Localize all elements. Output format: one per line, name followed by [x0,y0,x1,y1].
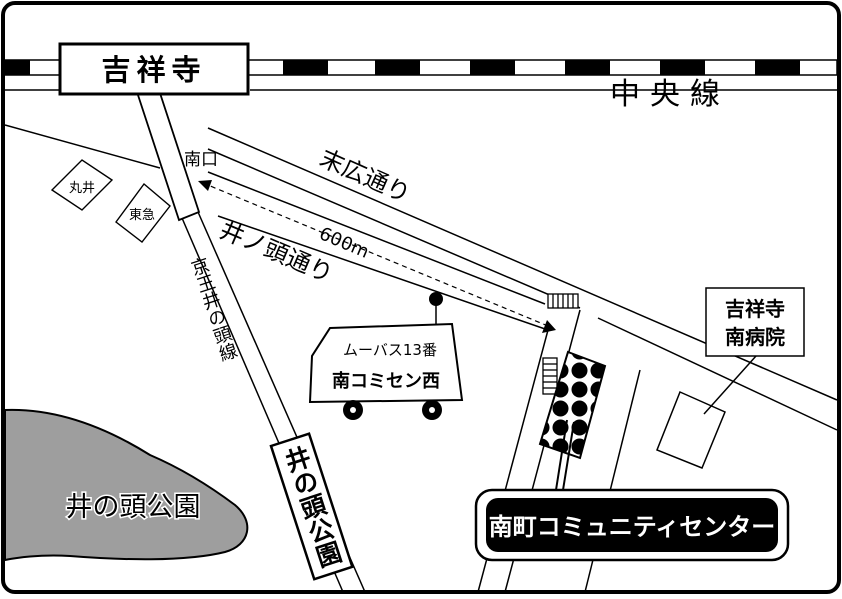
south-exit-label: 南口 [184,150,218,170]
bus-route-label: ムーバス13番 [343,341,437,359]
hospital-building: 吉祥寺 南病院 [656,287,805,469]
hospital-label-2: 南病院 [725,325,785,349]
park-area [4,408,249,562]
bus-stop-pin [429,292,443,328]
chuo-line-label: 中央線 [610,77,730,112]
hospital-label-1: 吉祥寺 [725,297,785,321]
destination-label: 南町コミュニティセンター [474,488,790,562]
tokyu-label: 東急 [129,207,155,223]
distance-arrow [198,180,556,333]
destination-building [538,350,607,491]
tokyu-store: 東急 [115,182,171,243]
marui-label: 丸井 [69,181,95,196]
station-sign: 吉祥寺 [58,42,250,96]
bus-icon: ムーバス13番 南コミセン西 [308,322,464,420]
station-name: 吉祥寺 [101,53,206,87]
marui-store: 丸井 [50,159,114,211]
crosswalk-ladder [542,293,579,395]
destination-name: 南町コミュニティセンター [489,513,776,541]
park-label: 井の頭公園 [66,492,201,523]
bus-stop-name: 南コミセン西 [332,370,440,392]
